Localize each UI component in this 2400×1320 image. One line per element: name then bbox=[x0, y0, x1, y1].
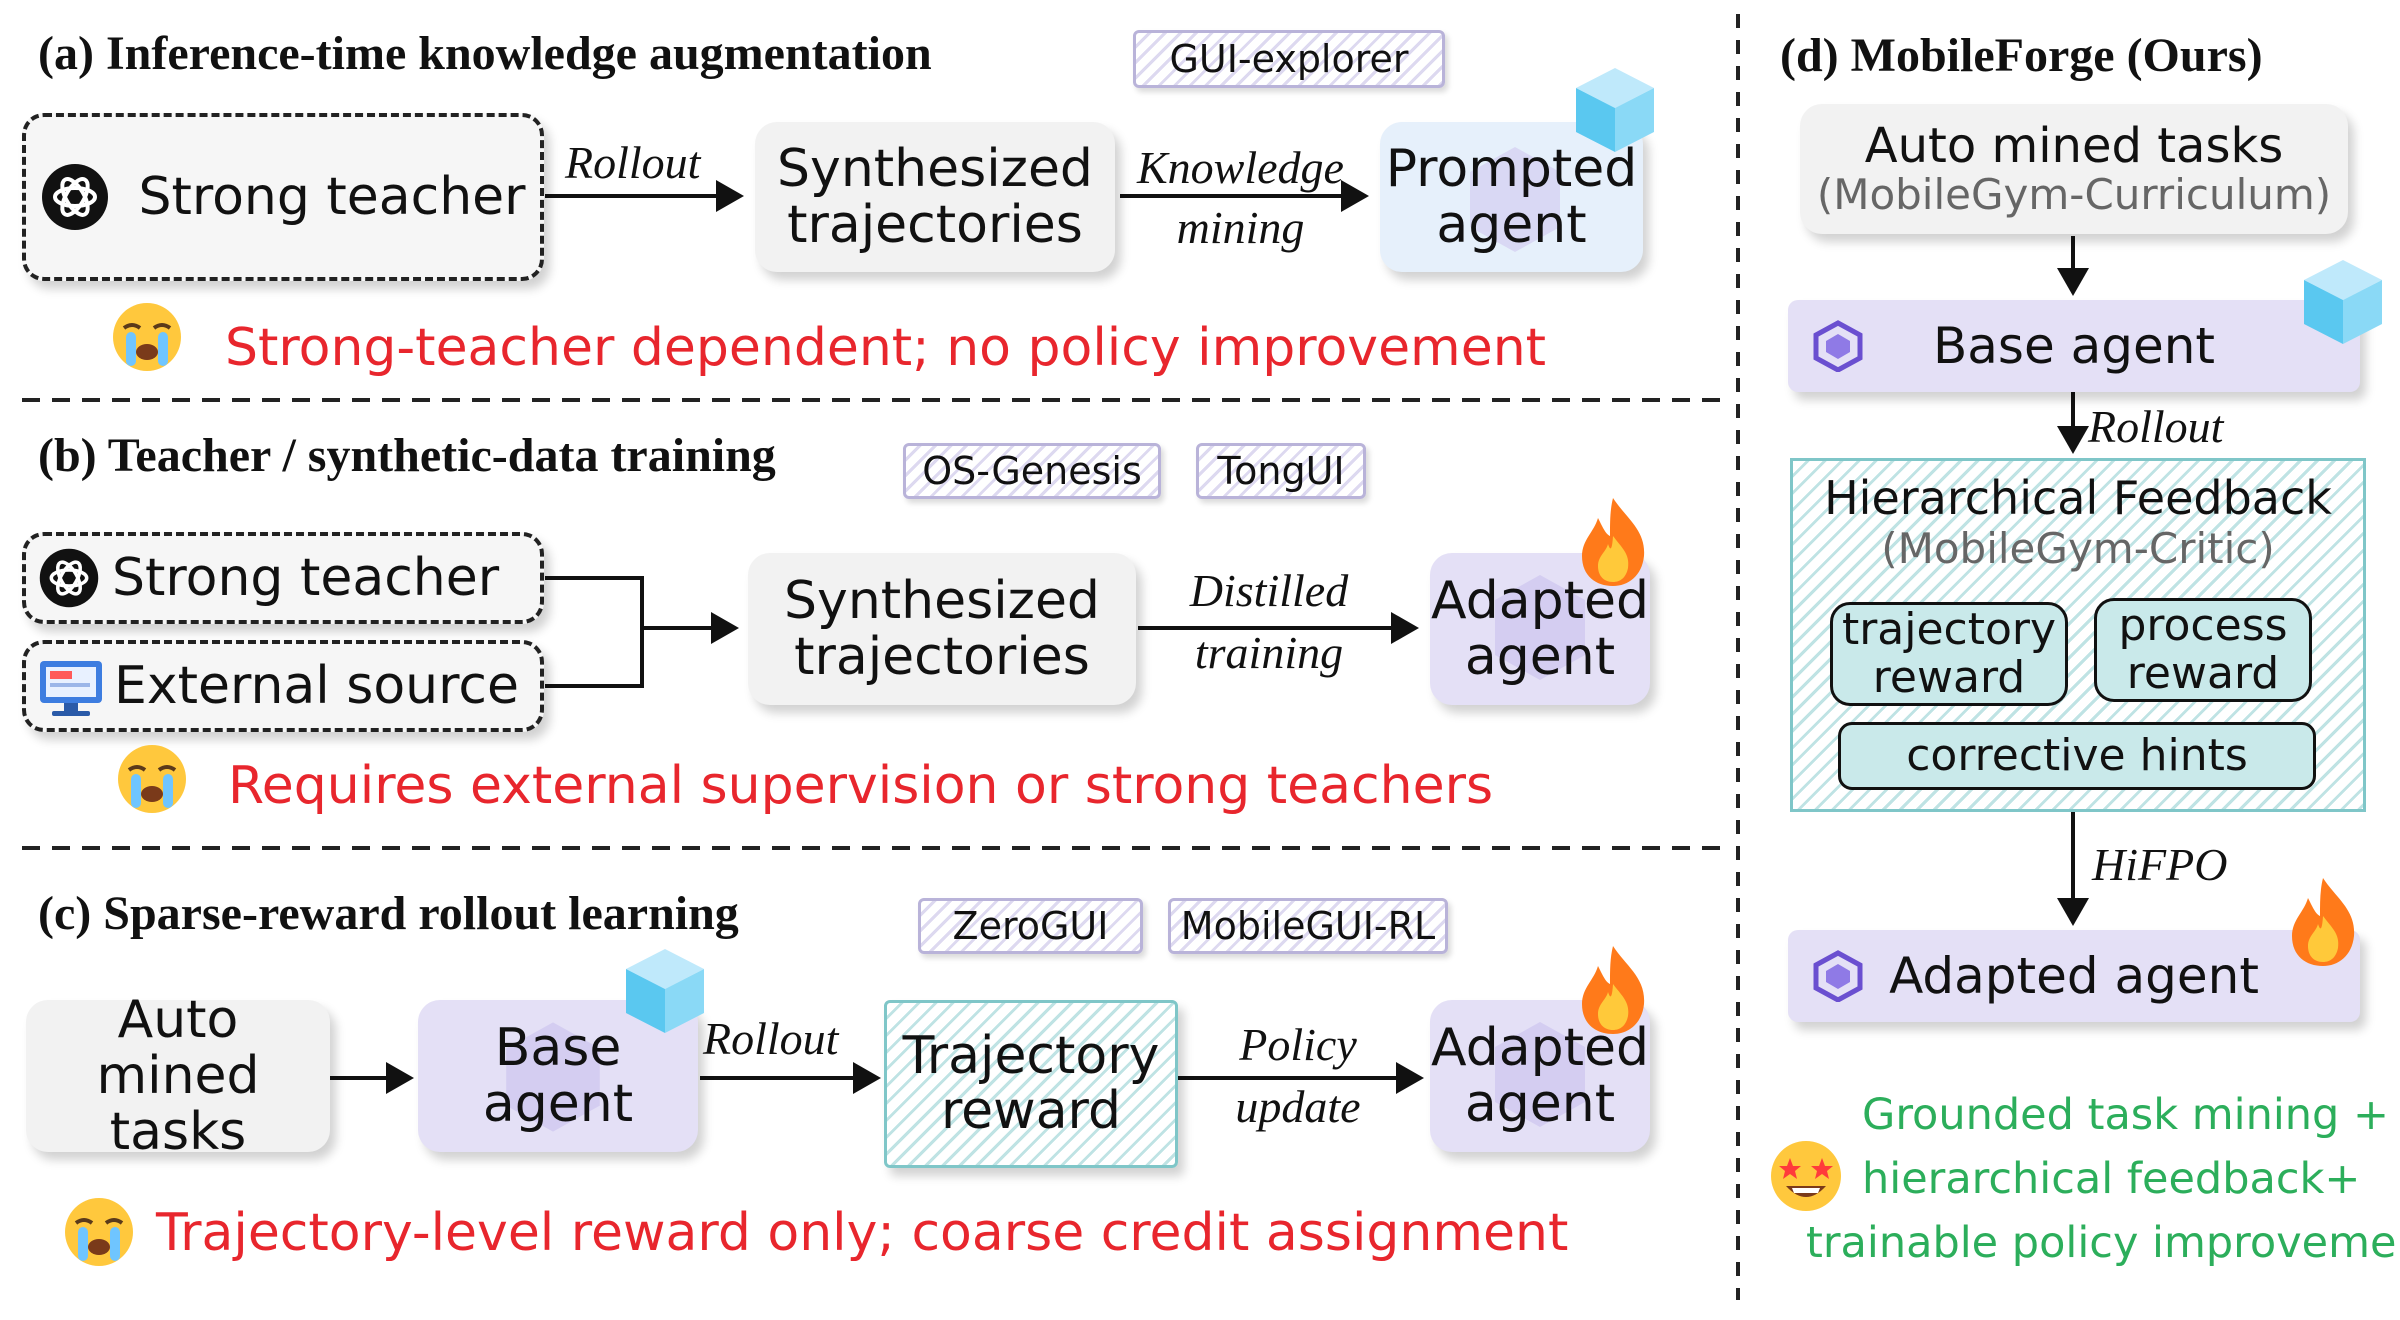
star-eyes-face-icon bbox=[1771, 1141, 1841, 1211]
tag-tongui: TongUI bbox=[1196, 443, 1366, 499]
strong-teacher-box: Strong teacher bbox=[22, 113, 544, 281]
knowledge-label: Knowledge bbox=[1137, 142, 1344, 193]
openai-logo-icon bbox=[42, 164, 109, 230]
adapted-agent-label-d: Adapted agent bbox=[1889, 947, 2259, 1005]
knowledge-mining-label: Knowledge mining bbox=[1118, 138, 1363, 258]
agent-logo-icon bbox=[1495, 575, 1585, 680]
distilled-label: Distilled bbox=[1189, 565, 1349, 616]
hifpo-label: HiFPO bbox=[2092, 839, 2228, 890]
auto-mined-tasks-label: Auto mined tasks bbox=[1864, 117, 2284, 174]
mined-tasks-label: mined tasks bbox=[96, 1045, 260, 1163]
rollout-label-d: Rollout bbox=[2088, 401, 2224, 452]
panel-b-issue: Requires external supervision or strong … bbox=[228, 756, 1494, 816]
process-line1: process bbox=[2118, 599, 2288, 651]
crying-face-icon bbox=[118, 745, 186, 813]
tag-mobilegui-rl: MobileGUI-RL bbox=[1168, 898, 1448, 954]
update-label: update bbox=[1235, 1081, 1361, 1133]
agent-logo-icon bbox=[1813, 950, 1863, 1002]
base-agent-box-c: Base agent bbox=[418, 1000, 698, 1152]
cube-icon bbox=[1576, 68, 1654, 152]
external-source-label: External source bbox=[114, 656, 519, 716]
strong-teacher-box-b: Strong teacher bbox=[22, 532, 544, 624]
rollout-label-c: Rollout bbox=[703, 1013, 839, 1064]
feedback-label: Hierarchical Feedback bbox=[1824, 471, 2332, 525]
benefit-line1: Grounded task mining + bbox=[1862, 1090, 2390, 1140]
crying-face-icon bbox=[65, 1198, 133, 1266]
policy-update-label: Policy update bbox=[1178, 1014, 1418, 1138]
base-agent-label-c: Base agent bbox=[482, 1017, 634, 1134]
synth-b-line2: trajectories bbox=[794, 627, 1090, 687]
synth-line2: trajectories bbox=[787, 195, 1083, 255]
agent-logo-icon bbox=[506, 1022, 600, 1132]
panel-a-tag: GUI-explorer bbox=[1133, 30, 1445, 88]
traj-reward-line2: reward bbox=[1872, 652, 2026, 703]
crying-face-icon bbox=[113, 303, 181, 371]
synth-line1: Synthesized bbox=[777, 138, 1093, 199]
panel-c-title: (c) Sparse-reward rollout learning bbox=[38, 887, 739, 940]
synth-b-line1: Synthesized bbox=[784, 570, 1100, 631]
cube-icon bbox=[626, 949, 704, 1033]
auto-mined-tasks-d: Auto mined tasks (MobileGym-Curriculum) bbox=[1800, 104, 2348, 234]
traj-reward-line1: trajectory bbox=[1841, 603, 2057, 655]
panel-b-title: (b) Teacher / synthetic-data training bbox=[38, 429, 776, 482]
tag-zerogui: ZeroGUI bbox=[918, 898, 1143, 954]
external-source-box: External source bbox=[22, 640, 544, 732]
benefit-line3: trainable policy improvement bbox=[1806, 1218, 2400, 1268]
adapted-c-line2: agent bbox=[1464, 1074, 1616, 1134]
prompted-label: Prompted bbox=[1385, 138, 1638, 199]
agent-logo-icon bbox=[1495, 1022, 1585, 1127]
distilled-training-label: Distilled training bbox=[1140, 560, 1398, 684]
training-label: training bbox=[1194, 627, 1344, 679]
panel-d-title: (d) MobileForge (Ours) bbox=[1780, 29, 2263, 82]
base-agent-box-d: Base agent bbox=[1788, 300, 2360, 392]
adapted-agent-box-d: Adapted agent bbox=[1788, 930, 2360, 1022]
strong-teacher-label-b: Strong teacher bbox=[112, 548, 500, 608]
benefit-line2: hierarchical feedback+ bbox=[1862, 1154, 2361, 1204]
adapted-b-line2: agent bbox=[1464, 627, 1616, 687]
tag-os-genesis: OS-Genesis bbox=[903, 443, 1161, 499]
panel-a-title: (a) Inference-time knowledge augmentatio… bbox=[38, 27, 932, 80]
computer-icon bbox=[40, 661, 102, 716]
fire-icon bbox=[2292, 878, 2355, 966]
critic-label: (MobileGym-Critic) bbox=[1881, 523, 2275, 573]
auto-label: Auto bbox=[117, 989, 239, 1050]
panel-c-issue: Trajectory-level reward only; coarse cre… bbox=[156, 1203, 1569, 1263]
openai-logo-icon bbox=[39, 548, 99, 608]
fire-icon bbox=[1582, 498, 1645, 586]
base-agent-label-d: Base agent bbox=[1932, 317, 2216, 375]
mining-label: mining bbox=[1176, 201, 1305, 253]
rollout-label-a: Rollout bbox=[565, 137, 701, 188]
reward-label: reward bbox=[940, 1081, 1122, 1141]
agent-logo-icon bbox=[1813, 320, 1863, 372]
process-line2: reward bbox=[2126, 648, 2280, 699]
fire-icon bbox=[1582, 946, 1645, 1034]
agent-label: agent bbox=[1436, 195, 1587, 255]
trajectory-label: Trajectory bbox=[902, 1026, 1160, 1087]
cube-icon bbox=[2304, 260, 2382, 344]
corrective-hints-box: corrective hints bbox=[1838, 722, 2316, 790]
curriculum-label: (MobileGym-Curriculum) bbox=[1816, 170, 2332, 220]
panel-a-issue: Strong-teacher dependent; no policy impr… bbox=[225, 318, 1547, 378]
strong-teacher-label: Strong teacher bbox=[138, 167, 526, 227]
hierarchical-feedback-title: Hierarchical Feedback (MobileGym-Critic) bbox=[1790, 472, 2366, 573]
agent-logo-icon bbox=[1470, 147, 1560, 252]
policy-label: Policy bbox=[1239, 1019, 1357, 1070]
